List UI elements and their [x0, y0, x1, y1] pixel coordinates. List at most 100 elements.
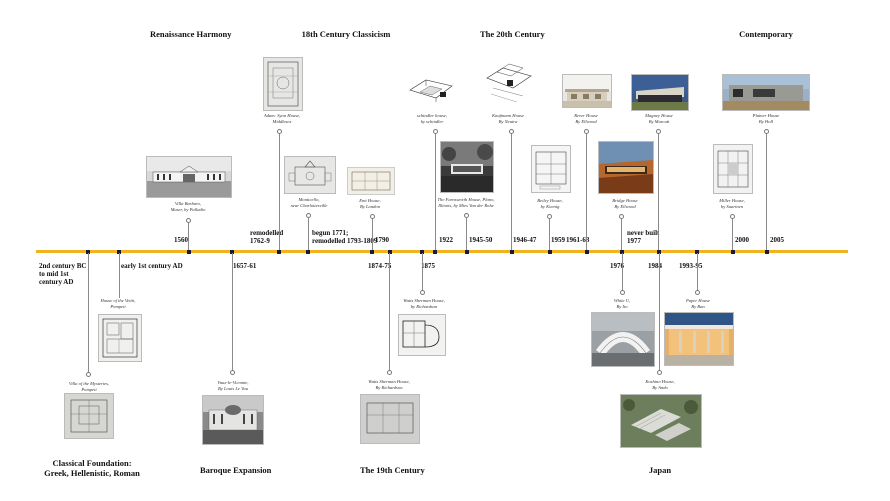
watts-sherman-house-elevation: [360, 394, 420, 444]
connector-dot: [619, 214, 624, 219]
watts-sherman-house-plan: [398, 314, 446, 356]
schindler-house-caption: schindler house, by schindler: [416, 113, 448, 124]
koshino-house-caption: Koshino House, By Ando: [645, 379, 675, 390]
era-18th-century-classicism: 18th Century Classicism: [301, 29, 391, 39]
axis-tick: [433, 250, 437, 254]
date-label: 1946-47: [513, 236, 537, 244]
white-u-photo: [591, 312, 655, 367]
era-baroque-expansion: Baroque Expansion: [200, 465, 272, 475]
connector-line: [279, 134, 280, 250]
miller-house-plan: [713, 144, 753, 194]
paper-house-photo: [664, 312, 734, 366]
miller-house-caption: Miller House, by Saarinen: [719, 198, 745, 209]
connector-dot: [464, 213, 469, 218]
watts-sherman-house-caption-2: Watts Sherman House, By Richardson: [368, 379, 410, 390]
connector-dot: [764, 129, 769, 134]
syon-house-caption: Adam: Syon House, Middlesex: [263, 113, 301, 124]
date-label: never built 1977: [627, 229, 660, 245]
paper-house-caption: Paper House By Ban: [685, 298, 711, 309]
rever-house-photo: [562, 74, 612, 108]
date-label: 1984: [648, 262, 662, 270]
date-label: 1560: [174, 236, 188, 244]
connector-line: [119, 253, 120, 298]
axis-tick: [731, 250, 735, 254]
connector-line: [511, 134, 512, 250]
date-label: 2000: [735, 236, 749, 244]
date-label: early 1st century AD: [121, 262, 183, 270]
date-label: 1961-63: [566, 236, 590, 244]
axis-tick: [465, 250, 469, 254]
connector-dot: [620, 290, 625, 295]
bridge-house-photo: [598, 141, 654, 194]
date-label: 2005: [770, 236, 784, 244]
platner-house-caption: Platner House By Holl: [752, 113, 780, 124]
date-label: 1874-75: [368, 262, 392, 270]
beiley-house-caption: Beiley House, by Koenig: [537, 198, 563, 209]
connector-line: [549, 219, 550, 250]
era-classical-foundation: Classical Foundation: Greek, Hellenistic…: [44, 458, 140, 478]
axis-tick: [117, 250, 121, 254]
villa-of-the-mysteries-caption: Villa of the Mysteries, Pompeii: [68, 381, 110, 392]
connector-line: [466, 218, 467, 250]
date-label: 2nd century BC to mid 1st century AD: [39, 262, 87, 286]
axis-tick: [277, 250, 281, 254]
era-japan: Japan: [648, 465, 672, 475]
magney-house-photo: [631, 74, 689, 111]
vaux-le-vicomte-photo: [202, 395, 264, 445]
connector-line: [435, 134, 436, 250]
connector-line: [188, 223, 189, 250]
connector-dot: [584, 129, 589, 134]
axis-tick: [420, 250, 424, 254]
connector-line: [372, 219, 373, 250]
schindler-house-axonometric: [405, 71, 459, 107]
connector-line: [622, 253, 623, 292]
axis-tick: [585, 250, 589, 254]
magney-house-caption: Magney House By Murcutt: [645, 113, 673, 124]
connector-line: [732, 219, 733, 250]
connector-dot: [433, 129, 438, 134]
connector-dot: [695, 290, 700, 295]
connector-dot: [277, 129, 282, 134]
era-19th-century: The 19th Century: [360, 465, 425, 475]
connector-dot: [86, 372, 91, 377]
farnsworth-house-photo: [440, 141, 494, 193]
connector-line: [389, 253, 390, 372]
timeline-axis: [36, 250, 848, 253]
connector-line: [88, 253, 89, 374]
connector-dot: [306, 213, 311, 218]
axis-tick: [306, 250, 310, 254]
connector-dot: [230, 370, 235, 375]
connector-line: [422, 253, 423, 292]
axis-tick: [657, 250, 661, 254]
connector-line: [697, 253, 698, 292]
connector-line: [766, 134, 767, 250]
date-label: remodelled 1762-9: [250, 229, 284, 245]
connector-dot: [547, 214, 552, 219]
axis-tick: [86, 250, 90, 254]
era-contemporary: Contemporary: [739, 29, 793, 39]
connector-dot: [730, 214, 735, 219]
emi-house-caption: Emi House, By London: [359, 198, 381, 209]
watts-sherman-house-caption: Watts Sherman House, by Richardson: [403, 298, 445, 309]
axis-tick: [230, 250, 234, 254]
date-label: 1657-61: [233, 262, 257, 270]
connector-dot: [509, 129, 514, 134]
connector-line: [659, 253, 660, 372]
villa-barbaro-photo: [146, 156, 232, 198]
date-label: 1790: [375, 236, 389, 244]
platner-house-photo: [722, 74, 810, 111]
connector-dot: [387, 370, 392, 375]
connector-line: [621, 219, 622, 250]
axis-tick: [548, 250, 552, 254]
house-of-the-vettii-caption: House of the Vettii, Pompeii: [100, 298, 136, 309]
axis-tick: [388, 250, 392, 254]
date-label: 1875: [421, 262, 435, 270]
date-label: 1945-50: [469, 236, 493, 244]
beiley-house-plan: [531, 145, 571, 193]
villa-barbaro-caption: Villa Barbaro, Maser, by Palladio: [170, 201, 206, 212]
date-label: begun 1771; remodelled 1793-1809: [312, 229, 378, 245]
axis-tick: [187, 250, 191, 254]
connector-dot: [656, 129, 661, 134]
axis-tick: [620, 250, 624, 254]
connector-dot: [657, 370, 662, 375]
